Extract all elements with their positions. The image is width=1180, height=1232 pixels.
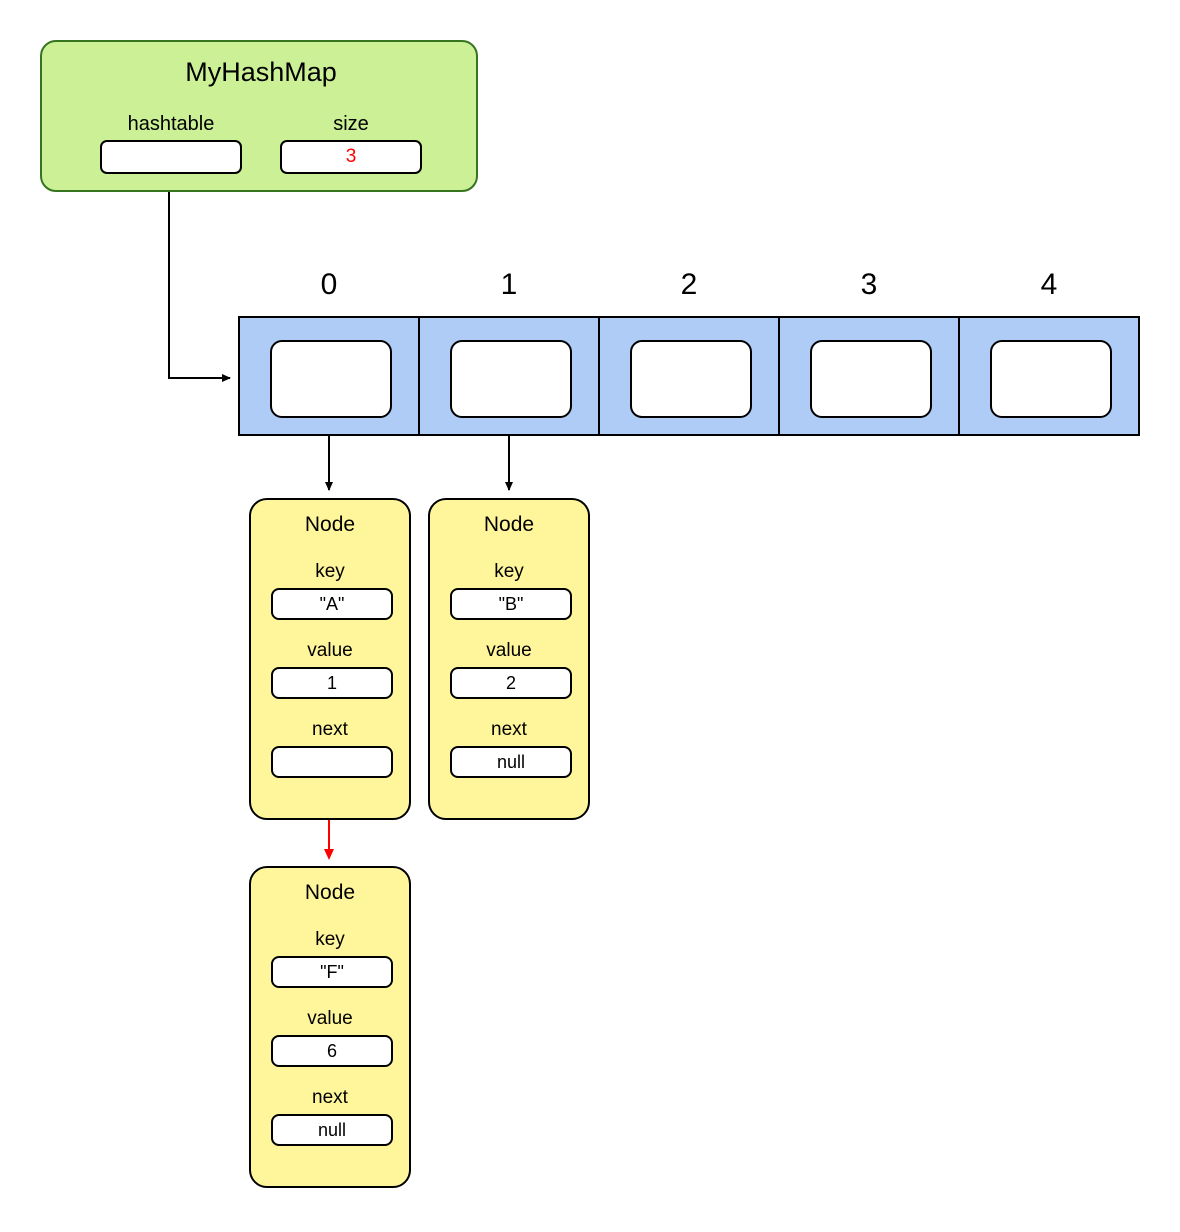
node-a-key-slot[interactable]: "A" — [271, 588, 393, 620]
node-box-a: Node key "A" value 1 next — [249, 498, 411, 820]
array-cell-4[interactable] — [958, 316, 1140, 436]
node-title-b: Node — [483, 513, 535, 536]
node-f-key-slot[interactable]: "F" — [271, 956, 393, 988]
node-a-next-label: next — [312, 719, 348, 740]
node-b-value-value: 2 — [505, 673, 516, 693]
node-f-value-value: 6 — [326, 1041, 337, 1061]
node-a-key-label: key — [315, 561, 345, 582]
node-b-key-label: key — [494, 561, 524, 582]
array-slot-4[interactable] — [990, 340, 1112, 418]
array-index-1: 1 — [500, 268, 518, 301]
array-index-4: 4 — [1040, 268, 1058, 301]
node-f-next-label: next — [312, 1087, 348, 1108]
array-cell-2[interactable] — [598, 316, 780, 436]
array-index-3: 3 — [860, 268, 878, 301]
array-cell-3[interactable] — [778, 316, 960, 436]
node-a-value-value: 1 — [326, 673, 337, 693]
node-box-b: Node key "B" value 2 next null — [428, 498, 590, 820]
node-f-value-label: value — [307, 1008, 353, 1029]
node-b-key-slot[interactable]: "B" — [450, 588, 572, 620]
node-f-key-label: key — [315, 929, 345, 950]
node-a-value-slot[interactable]: 1 — [271, 667, 393, 699]
array-slot-2[interactable] — [630, 340, 752, 418]
node-title-a: Node — [304, 513, 356, 536]
array-index-0: 0 — [320, 268, 338, 301]
node-a-next-slot[interactable] — [271, 746, 393, 778]
array-cell-1[interactable] — [418, 316, 600, 436]
node-a-value-label: value — [307, 640, 353, 661]
field-slot-hashtable[interactable] — [100, 140, 242, 174]
array-slot-1[interactable] — [450, 340, 572, 418]
field-slot-size[interactable]: 3 — [280, 140, 422, 174]
node-b-next-slot[interactable]: null — [450, 746, 572, 778]
node-f-key-value: "F" — [320, 962, 344, 982]
class-name-label: MyHashMap — [185, 57, 337, 87]
node-b-value-label: value — [486, 640, 532, 661]
node-title-f: Node — [304, 881, 356, 904]
myhashmap-object-box: MyHashMap hashtable size 3 — [40, 40, 478, 192]
node-b-next-label: next — [491, 719, 527, 740]
node-f-next-value: null — [317, 1120, 347, 1140]
node-a-key-value: "A" — [319, 594, 345, 614]
node-b-next-value: null — [496, 752, 526, 772]
array-index-2: 2 — [680, 268, 698, 301]
array-cell-0[interactable] — [238, 316, 420, 436]
node-b-key-value: "B" — [498, 594, 524, 614]
node-box-f: Node key "F" value 6 next null — [249, 866, 411, 1188]
field-value-size: 3 — [345, 146, 357, 167]
array-slot-3[interactable] — [810, 340, 932, 418]
field-label-size: size — [333, 113, 369, 135]
node-f-next-slot[interactable]: null — [271, 1114, 393, 1146]
node-b-value-slot[interactable]: 2 — [450, 667, 572, 699]
node-f-value-slot[interactable]: 6 — [271, 1035, 393, 1067]
field-label-hashtable: hashtable — [127, 113, 215, 135]
array-slot-0[interactable] — [270, 340, 392, 418]
